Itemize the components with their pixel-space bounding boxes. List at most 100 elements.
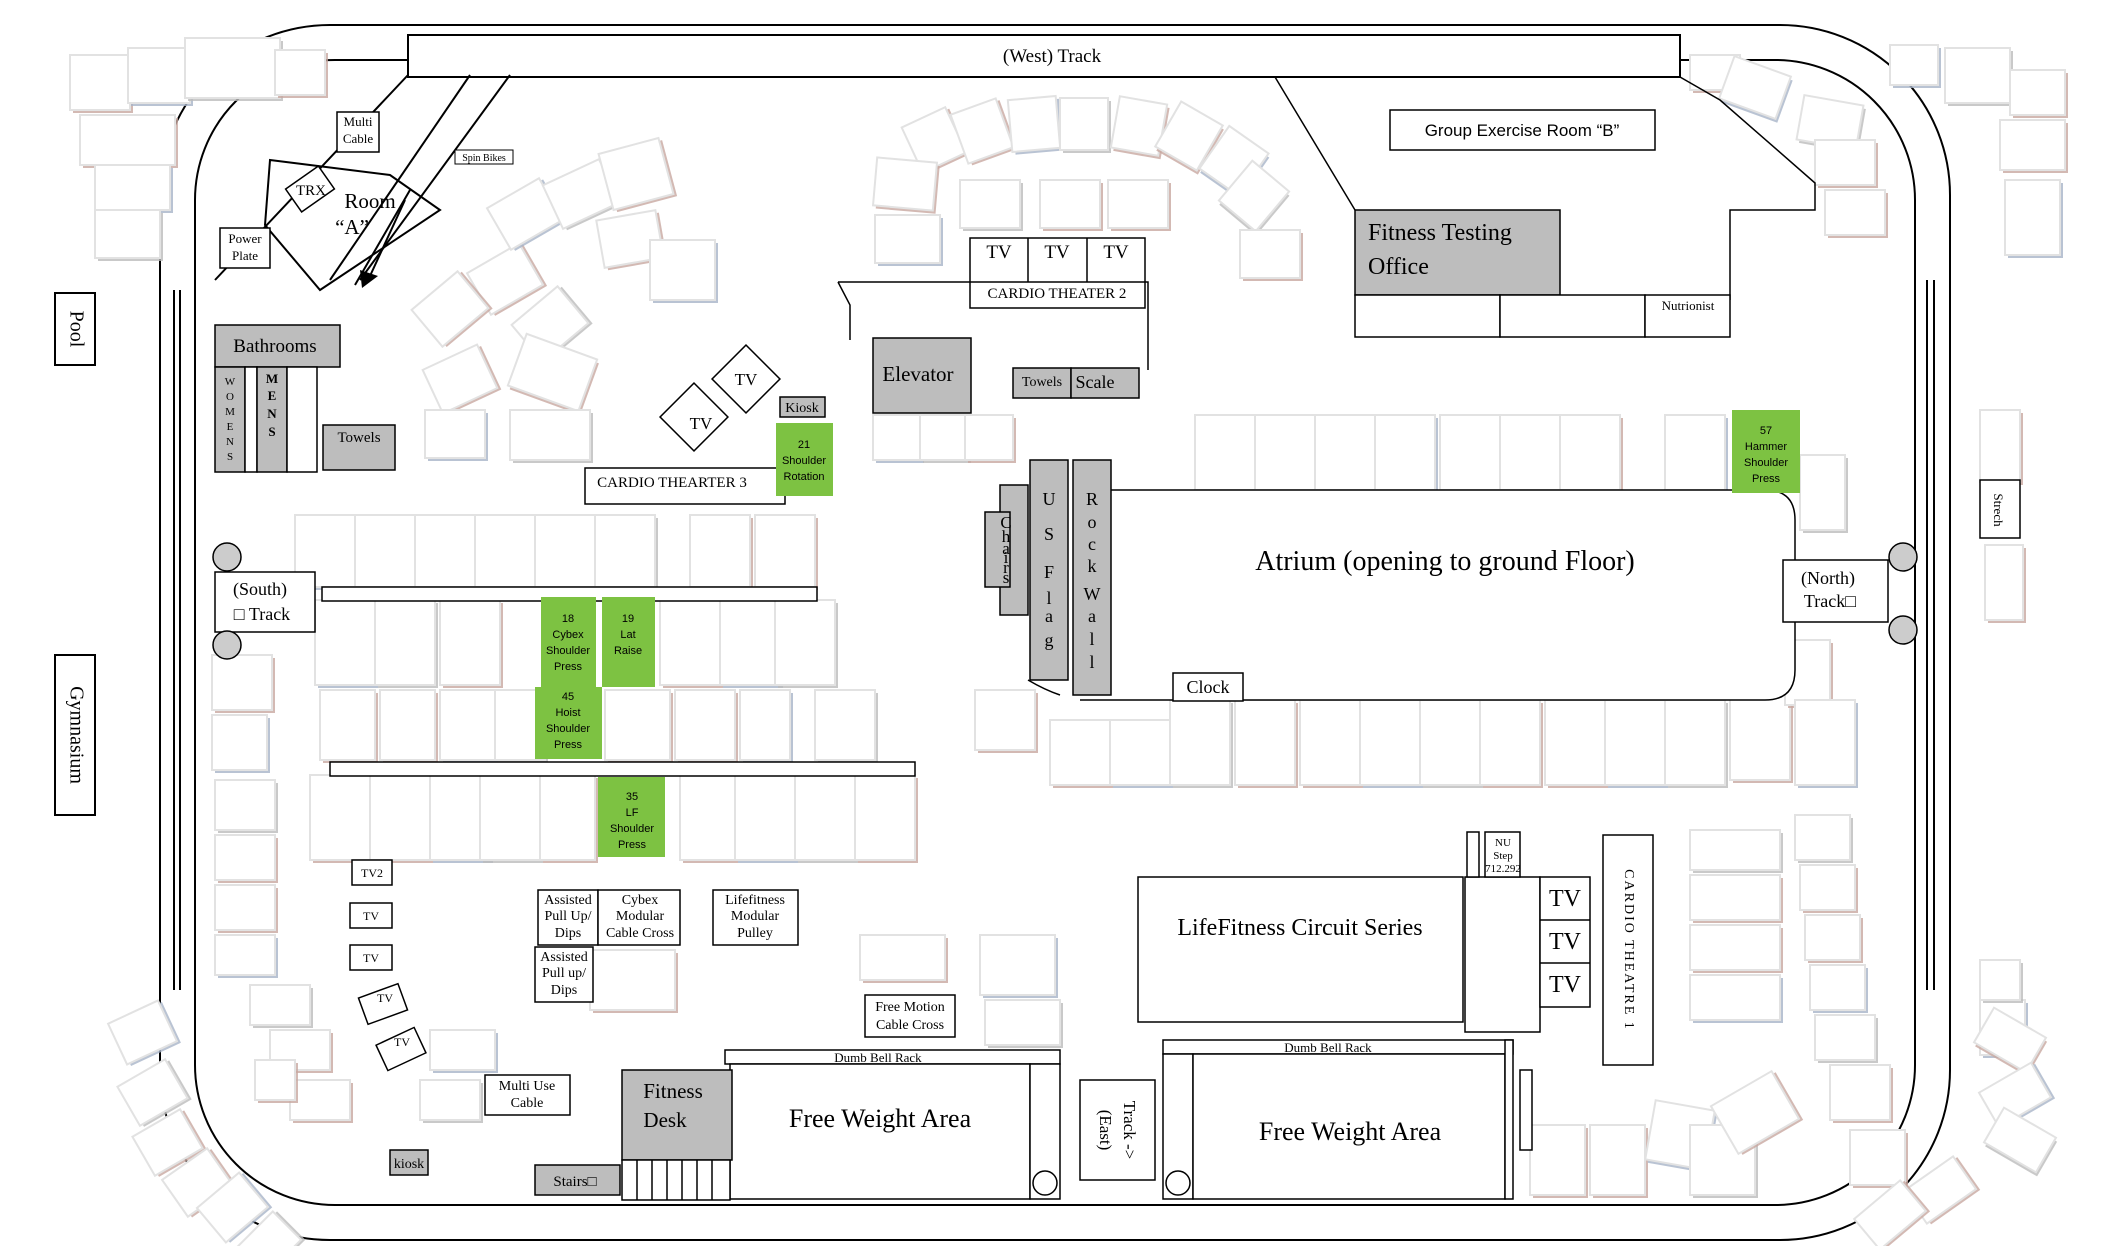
equipment-station <box>1419 699 1483 788</box>
equipment-station <box>984 999 1063 1048</box>
kiosk-bottom: kiosk <box>389 1149 429 1176</box>
svg-text:Assisted: Assisted <box>544 893 591 908</box>
svg-text:F: F <box>1044 562 1054 582</box>
svg-text:Office: Office <box>1368 254 1429 280</box>
svg-text:E: E <box>227 421 234 433</box>
highlight-57-hammer-shoulder-press: 57 Hammer Shoulder Press <box>1732 410 1800 493</box>
equipment-station <box>1889 44 1941 88</box>
equipment-station <box>127 47 193 106</box>
equipment-station <box>959 179 1023 231</box>
equipment-station <box>195 1171 273 1244</box>
equipment-station <box>94 164 173 213</box>
equipment-station <box>2009 69 2068 118</box>
svg-text:TV: TV <box>1103 242 1129 263</box>
equipment-station <box>1107 179 1171 231</box>
svg-text:Modular: Modular <box>731 909 780 924</box>
svg-text:NU: NU <box>1495 837 1511 849</box>
equipment-station <box>679 774 738 863</box>
svg-text:Pulley: Pulley <box>737 926 773 941</box>
equipment-station <box>184 37 283 101</box>
us-flag: U S F l a g <box>1029 459 1069 681</box>
svg-text:R: R <box>1086 489 1098 509</box>
equipment-station <box>1794 699 1858 788</box>
equipment-station <box>919 414 971 463</box>
equipment-station <box>509 409 593 463</box>
equipment-station <box>949 97 1018 166</box>
equipment-station <box>754 514 818 590</box>
equipment-station <box>719 599 783 688</box>
bench-bars <box>321 586 916 777</box>
equipment-station <box>1529 1124 1588 1198</box>
equipment-station <box>69 54 133 113</box>
svg-text:Track ->: Track -> <box>1120 1101 1139 1160</box>
equipment-station <box>1006 94 1064 155</box>
equipment-station <box>1194 414 1258 493</box>
trx: TRX <box>284 165 336 213</box>
svg-text:TV: TV <box>1044 242 1070 263</box>
svg-text:45: 45 <box>562 691 574 703</box>
svg-text:Pull Up/: Pull Up/ <box>544 909 591 924</box>
gymnasium-label: Gymnasium <box>65 686 87 784</box>
svg-text:57: 57 <box>1760 425 1772 437</box>
equipment-station <box>419 1079 483 1123</box>
equipment-station <box>1729 694 1793 783</box>
equipment-station <box>1604 699 1668 788</box>
equipment-station <box>214 779 278 833</box>
svg-text:kiosk: kiosk <box>394 1157 424 1172</box>
equipment-station <box>1689 974 1783 1023</box>
equipment-station <box>1169 699 1233 788</box>
equipment-station <box>1689 829 1783 873</box>
svg-text:Fitness: Fitness <box>643 1079 703 1103</box>
equipment-station <box>1479 699 1543 788</box>
equipment-station <box>1544 699 1608 788</box>
equipment-station <box>439 689 498 763</box>
equipment-station <box>674 689 738 763</box>
svg-text:l: l <box>1046 588 1051 608</box>
equipment-station <box>379 689 438 763</box>
svg-text:Shoulder: Shoulder <box>782 455 826 467</box>
equipment-station <box>421 343 502 415</box>
svg-text:Shoulder: Shoulder <box>610 823 654 835</box>
svg-text:18: 18 <box>562 613 574 625</box>
svg-text:Group Exercise Room “B”: Group Exercise Room “B” <box>1425 121 1620 140</box>
svg-text:TV: TV <box>735 370 758 389</box>
equipment-station <box>589 949 678 1013</box>
equipment-station <box>1794 814 1853 863</box>
equipment-station <box>429 1029 498 1073</box>
cardio-theater-2-label: CARDIO THEATER 2 <box>988 286 1127 302</box>
equipment-station <box>1254 414 1318 493</box>
equipment-station <box>539 774 598 863</box>
svg-text:Cable: Cable <box>343 131 374 146</box>
svg-text:Power: Power <box>228 231 262 246</box>
equipment-station <box>116 1057 192 1128</box>
room-a-label: Room <box>344 189 395 213</box>
equipment-station <box>1814 139 1878 188</box>
svg-text:Shoulder: Shoulder <box>546 645 590 657</box>
equipment-station <box>1439 414 1503 493</box>
equipment-station <box>506 332 599 416</box>
equipment-station <box>211 714 270 773</box>
elevator: Elevator <box>872 337 972 414</box>
equipment-station <box>594 514 658 590</box>
power-plate: Power Plate <box>219 227 271 269</box>
svg-text:r: r <box>1003 558 1009 577</box>
svg-text:Kiosk: Kiosk <box>785 401 818 416</box>
equipment-station <box>979 934 1058 998</box>
equipment-station <box>1689 874 1783 923</box>
equipment-station <box>814 689 878 763</box>
svg-text:N: N <box>267 406 277 421</box>
east-track-sign: Track -> (East) <box>1079 1079 1156 1181</box>
chairs: C h a i r s <box>984 484 1029 616</box>
highlight-21-shoulder-rotation: 21 Shoulder Rotation <box>776 423 833 496</box>
svg-text:(South): (South) <box>233 579 287 600</box>
equipment-station <box>1234 699 1298 788</box>
equipment-station <box>689 514 753 590</box>
svg-text:O: O <box>226 391 234 403</box>
atrium: Atrium (opening to ground Floor) <box>1080 489 1796 701</box>
svg-text:S: S <box>227 451 233 463</box>
highlight-18-cybex-shoulder-press: 18 Cybex Shoulder Press <box>541 597 596 687</box>
svg-text:712.292: 712.292 <box>1485 863 1521 875</box>
mens-vertical-label: M E N S <box>266 371 278 439</box>
svg-text:TV: TV <box>1549 886 1582 912</box>
svg-text:k: k <box>1088 556 1097 576</box>
